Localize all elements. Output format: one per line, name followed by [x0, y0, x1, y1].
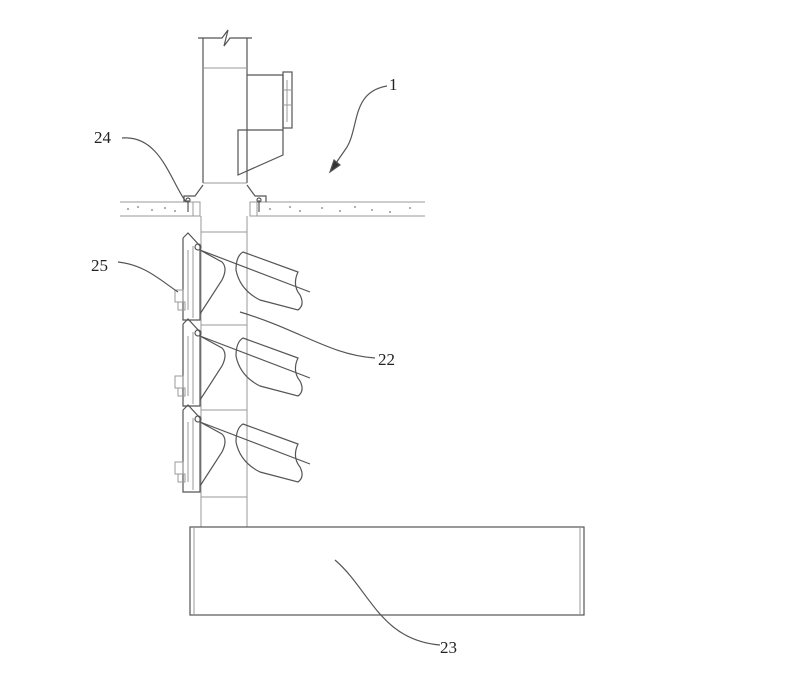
label-24: 24 [94, 128, 111, 147]
label-1: 1 [389, 75, 398, 94]
side-housing [237, 71, 293, 176]
label-22: 22 [378, 350, 395, 369]
label-23: 23 [440, 638, 457, 657]
louver-unit-2 [174, 318, 311, 407]
label-25: 25 [91, 256, 108, 275]
louver-unit-3 [174, 404, 311, 493]
leader-lines [117, 85, 441, 646]
lower-column [200, 216, 248, 527]
upper-column [198, 29, 252, 184]
floor-slab [120, 184, 425, 217]
base-block [189, 526, 585, 616]
louver-unit-1 [174, 232, 311, 321]
